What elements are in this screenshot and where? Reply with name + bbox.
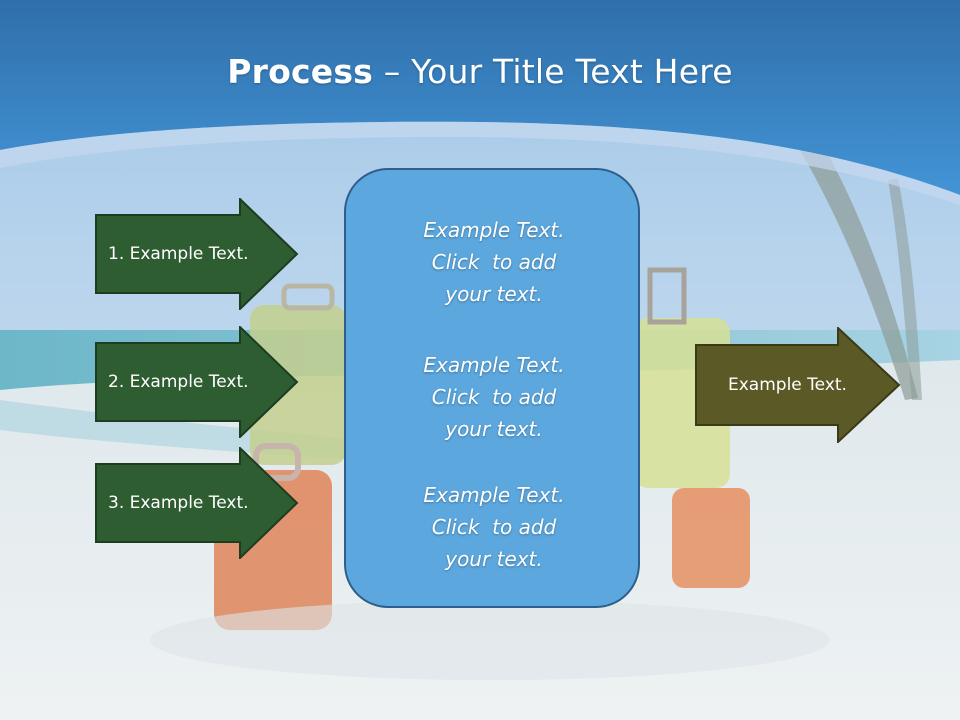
center-text-box[interactable]: Example Text. Click to add your text. Ex…	[344, 168, 640, 608]
center-block-3-line-3: your text.	[445, 547, 543, 571]
left-arrow-2[interactable]: 2. Example Text.	[95, 326, 299, 438]
center-text-block-3[interactable]: Example Text. Click to add your text.	[346, 479, 642, 575]
left-arrow-1-label: 1. Example Text.	[108, 244, 249, 264]
left-arrow-3-label: 3. Example Text.	[108, 493, 249, 513]
title-bold-text: Process	[227, 52, 374, 91]
center-text-block-2[interactable]: Example Text. Click to add your text.	[346, 349, 642, 445]
right-arrow[interactable]: Example Text.	[695, 327, 901, 443]
center-block-3-line-1: Example Text.	[423, 483, 565, 507]
center-block-2-line-3: your text.	[445, 417, 543, 441]
center-block-1-line-1: Example Text.	[423, 218, 565, 242]
slide-title: Process – Your Title Text Here	[0, 52, 960, 91]
center-block-1-line-3: your text.	[445, 282, 543, 306]
center-block-1-line-2: Click to add	[431, 250, 557, 274]
center-text-block-1[interactable]: Example Text. Click to add your text.	[346, 214, 642, 310]
left-arrow-2-label: 2. Example Text.	[108, 372, 249, 392]
left-arrow-3[interactable]: 3. Example Text.	[95, 447, 299, 559]
right-arrow-label: Example Text.	[728, 375, 847, 395]
center-block-2-line-1: Example Text.	[423, 353, 565, 377]
center-block-2-line-2: Click to add	[431, 385, 557, 409]
left-arrow-1[interactable]: 1. Example Text.	[95, 198, 299, 310]
center-block-3-line-2: Click to add	[431, 515, 557, 539]
title-rest-text: – Your Title Text Here	[373, 52, 733, 91]
